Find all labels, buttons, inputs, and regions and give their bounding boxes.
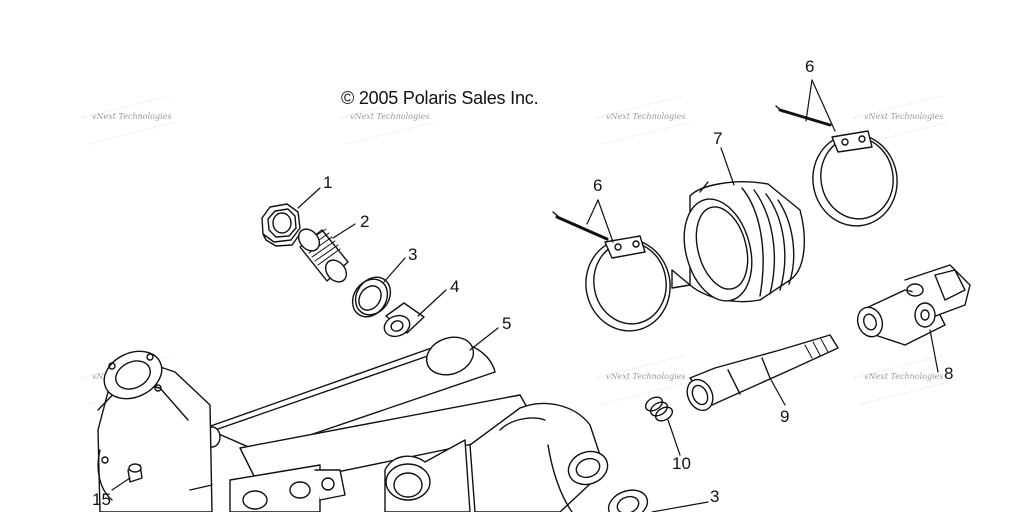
hex-nut-part [261,203,301,247]
callout-10: 10 [672,454,691,473]
threaded-adjuster-part [297,228,349,283]
u-joint-part [856,264,971,346]
copyright-notice: © 2005 Polaris Sales Inc. [341,88,539,108]
callout-9: 9 [780,407,790,426]
callout-2: 2 [360,212,370,231]
callout-4: 4 [450,277,460,296]
seal-lower-part [607,489,649,512]
callout-5: 5 [502,314,512,333]
seal-part [351,276,392,318]
watermark: vNext Technologies [606,372,686,381]
callout-6-right: 6 [805,57,815,76]
grease-fitting-part [127,463,143,483]
rubber-boot-part [671,181,805,303]
leader-lines [111,79,939,512]
callout-15: 15 [92,490,111,509]
swing-arm-part [97,336,609,512]
callout-8: 8 [944,364,954,383]
spacer-part [383,302,425,338]
callout-1: 1 [323,173,333,192]
callout-6-left: 6 [593,176,603,195]
watermark: vNext Technologies [92,112,172,121]
watermark: vNext Technologies [350,112,430,121]
callout-3: 3 [408,245,418,264]
boot-clamp-right-part [775,105,898,227]
callout-3-lower: 3 [710,487,720,506]
boot-clamp-left-part [552,211,671,332]
watermark: vNext Technologies [606,112,686,121]
watermark: vNext Technologies [864,372,944,381]
drive-shaft-part [686,334,839,412]
watermark: vNext Technologies [864,112,944,121]
callout-7: 7 [713,129,723,148]
spring-part [644,396,674,422]
